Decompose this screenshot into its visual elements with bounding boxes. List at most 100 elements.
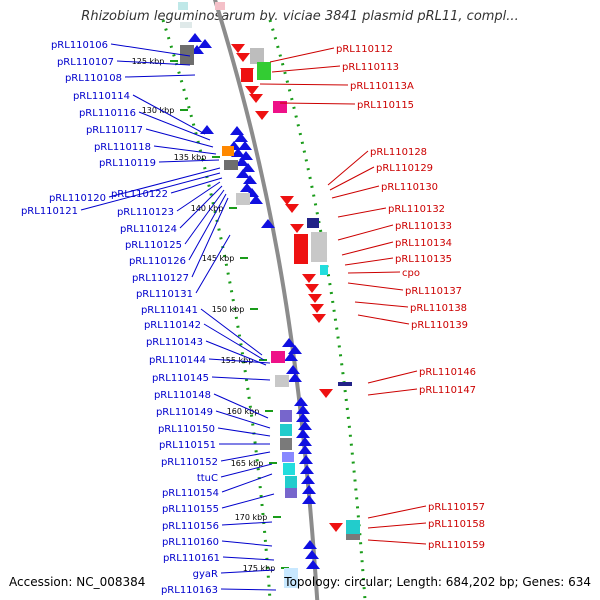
left-gene-label: pRL110126 — [129, 256, 186, 267]
ruler-label: 160 kbp — [227, 407, 260, 416]
left-gene-label: pRL110116 — [79, 108, 136, 119]
left-gene-label: pRL110149 — [156, 407, 213, 418]
forward-gene-arrow — [286, 365, 300, 374]
left-leader-line — [170, 177, 223, 194]
left-gene-label: pRL110161 — [163, 553, 220, 564]
gene-block — [178, 2, 188, 10]
forward-gene-arrow — [188, 33, 202, 42]
backbone-line — [212, 0, 320, 600]
left-leader-line — [221, 540, 273, 547]
right-leader-line — [341, 241, 394, 256]
right-gene-label: pRL110137 — [405, 286, 462, 297]
left-leader-line — [217, 427, 271, 437]
gene-block — [280, 424, 292, 436]
gene-block — [346, 534, 360, 540]
right-gene-label: pRL110159 — [428, 540, 485, 551]
forward-gene-arrow — [238, 141, 252, 150]
left-leader-line — [221, 473, 273, 493]
right-gene-label: pRL110157 — [428, 502, 485, 513]
gene-block — [215, 2, 225, 10]
left-leader-line — [220, 463, 273, 478]
left-leader-line — [221, 493, 275, 509]
left-leader-line — [153, 145, 217, 155]
forward-gene-arrow — [230, 126, 244, 135]
left-gene-label: pRL110122 — [111, 189, 168, 200]
gene-block — [311, 232, 327, 262]
forward-gene-arrow — [296, 429, 310, 438]
topology-text: Topology: circular; Length: 684,202 bp; … — [284, 575, 591, 589]
gene-block — [307, 218, 319, 228]
forward-gene-arrow — [284, 352, 298, 361]
right-leader-line — [269, 47, 335, 63]
right-leader-line — [354, 301, 409, 308]
forward-gene-arrow — [303, 540, 317, 549]
forward-gene-arrow — [243, 175, 257, 184]
left-gene-label: pRL110114 — [73, 91, 130, 102]
gene-block — [275, 375, 289, 387]
map-title: Rhizobium leguminosarum bv. viciae 3841 … — [81, 9, 519, 24]
right-leader-line — [344, 257, 394, 266]
forward-gene-arrow — [261, 219, 275, 228]
forward-gene-arrow — [298, 421, 312, 430]
right-leader-line — [327, 150, 369, 186]
right-gene-label: pRL110146 — [419, 367, 476, 378]
forward-gene-arrow — [302, 485, 316, 494]
left-leader-line — [176, 181, 221, 212]
left-leader-line — [108, 167, 221, 198]
left-gene-label: pRL110107 — [57, 57, 114, 68]
ruler-label: 130 kbp — [142, 106, 175, 115]
right-gene-label: pRL110115 — [357, 100, 414, 111]
left-leader-line — [132, 94, 206, 135]
ruler-label: 165 kbp — [231, 459, 264, 468]
left-gene-label: pRL110117 — [86, 125, 143, 136]
reverse-gene-arrow — [310, 304, 324, 313]
gene-block — [180, 45, 194, 65]
left-gene-label: pRL110131 — [136, 289, 193, 300]
gene-block — [222, 146, 234, 156]
right-leader-line — [357, 314, 410, 325]
right-leader-line — [331, 185, 380, 199]
right-leader-line — [367, 388, 418, 396]
left-leader-line — [191, 197, 229, 278]
left-gene-label: pRL110127 — [132, 273, 189, 284]
reverse-gene-arrow — [231, 44, 245, 53]
right-gene-label: pRL110113 — [342, 62, 399, 73]
right-gene-label: pRL110147 — [419, 385, 476, 396]
left-gene-label: pRL110123 — [117, 207, 174, 218]
right-leader-line — [367, 539, 427, 545]
gene-block — [320, 265, 328, 275]
accession-text: Accession: NC_008384 — [9, 575, 146, 589]
gene-block — [241, 68, 253, 82]
right-gene-label: pRL110133 — [395, 221, 452, 232]
left-gene-label: pRL110143 — [146, 337, 203, 348]
left-gene-label: pRL110151 — [159, 440, 216, 451]
left-gene-label: pRL110150 — [158, 424, 215, 435]
ruler-label: 150 kbp — [212, 305, 245, 314]
left-leader-line — [220, 451, 271, 462]
forward-gene-arrow — [302, 495, 316, 504]
left-gene-label: pRL110154 — [162, 488, 219, 499]
left-gene-label: pRL110121 — [21, 206, 78, 217]
forward-gene-arrow — [298, 445, 312, 454]
right-leader-line — [259, 83, 349, 86]
left-leader-line — [215, 410, 271, 429]
gene-block — [236, 193, 250, 205]
left-gene-label: pRL110108 — [65, 73, 122, 84]
reverse-gene-arrow — [236, 53, 250, 62]
ruler-label: 175 kbp — [243, 564, 276, 573]
forward-gene-arrow — [294, 397, 308, 406]
forward-gene-arrow — [235, 157, 249, 166]
left-leader-line — [203, 323, 265, 361]
forward-gene-arrow — [296, 405, 310, 414]
left-leader-line — [179, 185, 223, 229]
right-leader-line — [271, 65, 341, 73]
forward-gene-arrow — [296, 413, 310, 422]
gene-block — [250, 48, 264, 64]
right-leader-line — [367, 505, 427, 519]
right-gene-label: pRL110128 — [370, 147, 427, 158]
right-gene-label: pRL110158 — [428, 519, 485, 530]
forward-gene-arrow — [241, 163, 255, 172]
reverse-gene-arrow — [290, 224, 304, 233]
left-leader-line — [221, 521, 273, 526]
